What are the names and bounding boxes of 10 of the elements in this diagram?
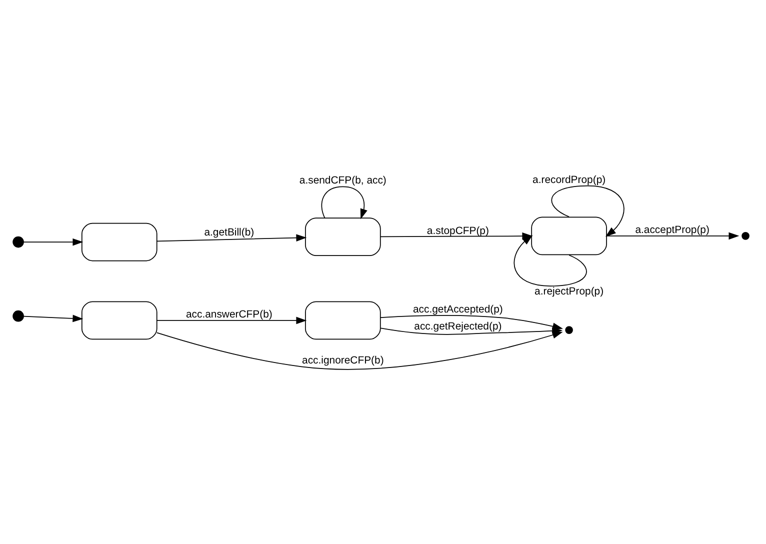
edge-label: a.getBill(b)	[204, 228, 254, 239]
edge-label: acc.ignoreCFP(b)	[302, 356, 384, 367]
edge-label: acc.answerCFP(b)	[186, 309, 272, 320]
edge-label: a.rejectProp(p)	[534, 286, 604, 298]
edge-label: acc.getAccepted(p)	[412, 304, 503, 316]
edge-label: a.sendCFP(b, acc)	[299, 176, 386, 187]
edge-label: a.acceptProp(p)	[635, 224, 710, 236]
edge-label: acc.getRejected(p)	[414, 322, 502, 333]
edge-label: a.recordProp(p)	[532, 174, 606, 186]
edge-label: a.stopCFP(p)	[426, 226, 489, 237]
